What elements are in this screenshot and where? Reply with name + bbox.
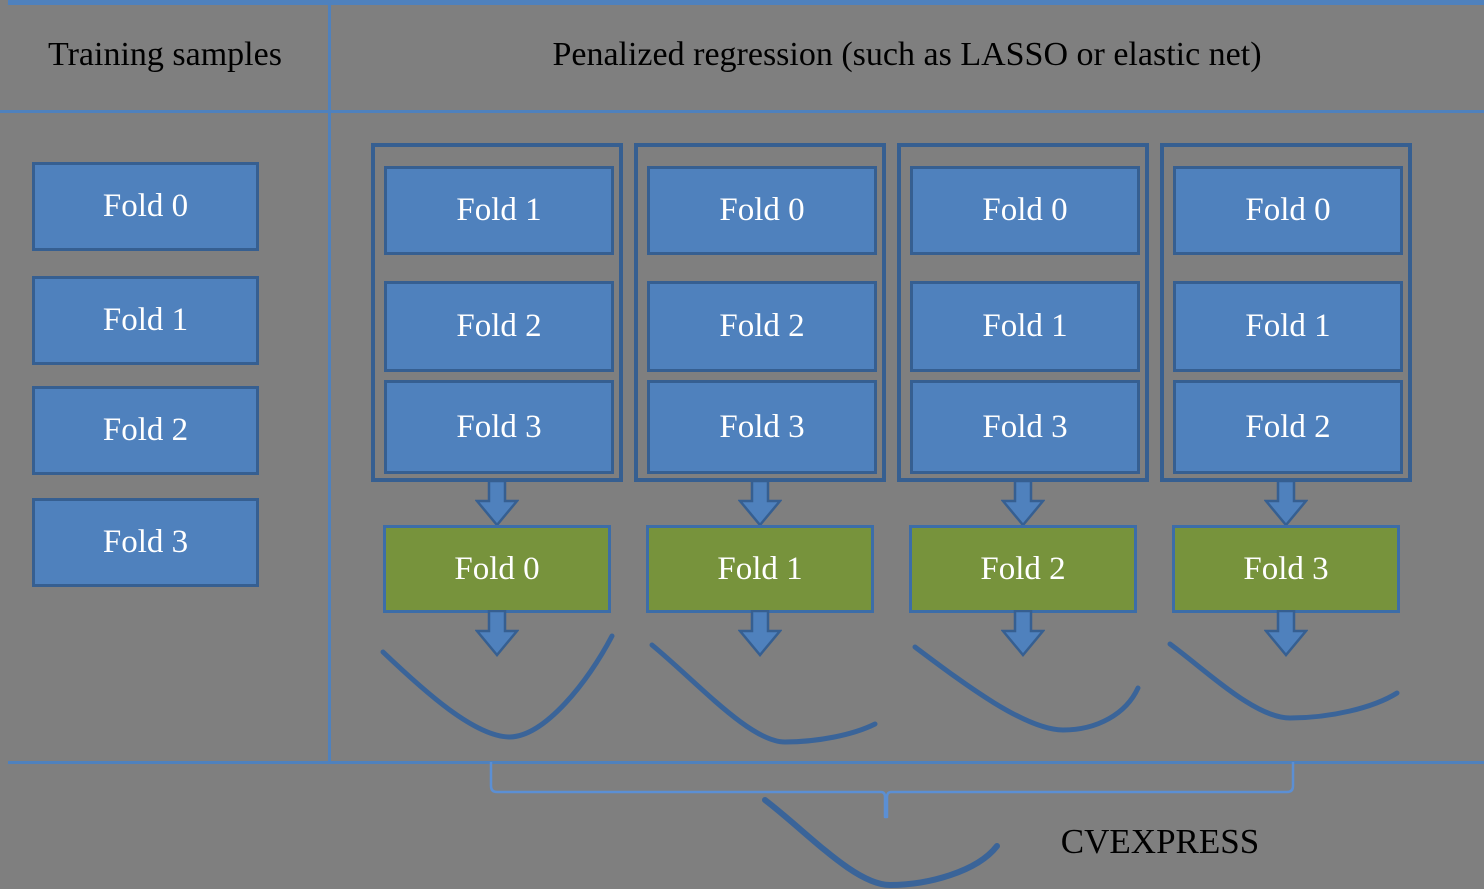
- header-divider-line: [0, 110, 1484, 113]
- error-curve: [912, 644, 1141, 733]
- training-fold-box: Fold 1: [32, 276, 259, 365]
- train-fold-box: Fold 2: [384, 281, 614, 372]
- down-arrow-icon: [1264, 610, 1308, 657]
- training-fold-box: Fold 3: [32, 498, 259, 587]
- combined-error-curve: [762, 797, 1000, 889]
- down-arrow-icon: [1001, 480, 1045, 527]
- top-border-line: [8, 0, 1484, 5]
- test-fold-box: Fold 2: [909, 525, 1137, 613]
- brace: [489, 762, 1295, 819]
- cv-iteration-column-3: Fold 0 Fold 1 Fold 3 Fold 2: [897, 143, 1149, 755]
- error-curve: [1167, 641, 1400, 721]
- down-arrow-icon: [1264, 480, 1308, 527]
- column-divider-line: [328, 3, 331, 764]
- train-fold-box: Fold 1: [384, 166, 614, 255]
- train-folds-group: Fold 0 Fold 1 Fold 2: [1160, 143, 1412, 482]
- training-fold-box: Fold 2: [32, 386, 259, 475]
- train-fold-box: Fold 3: [910, 380, 1140, 474]
- train-fold-box: Fold 0: [910, 166, 1140, 255]
- train-fold-box: Fold 1: [1173, 281, 1403, 372]
- train-fold-box: Fold 2: [647, 281, 877, 372]
- cv-iteration-column-1: Fold 1 Fold 2 Fold 3 Fold 0: [371, 143, 623, 755]
- train-folds-group: Fold 0 Fold 2 Fold 3: [634, 143, 886, 482]
- cv-iteration-column-4: Fold 0 Fold 1 Fold 2 Fold 3: [1160, 143, 1412, 755]
- error-curve: [380, 633, 615, 740]
- train-folds-group: Fold 1 Fold 2 Fold 3: [371, 143, 623, 482]
- cv-iteration-column-2: Fold 0 Fold 2 Fold 3 Fold 1: [634, 143, 886, 755]
- train-fold-box: Fold 0: [647, 166, 877, 255]
- test-fold-box: Fold 0: [383, 525, 611, 613]
- down-arrow-icon: [1001, 610, 1045, 657]
- train-fold-box: Fold 0: [1173, 166, 1403, 255]
- training-fold-box: Fold 0: [32, 162, 259, 251]
- down-arrow-icon: [475, 480, 519, 527]
- down-arrow-icon: [738, 610, 782, 657]
- train-fold-box: Fold 3: [647, 380, 877, 474]
- error-curve: [649, 642, 878, 745]
- training-samples-header: Training samples: [48, 36, 282, 73]
- test-fold-box: Fold 3: [1172, 525, 1400, 613]
- train-folds-group: Fold 0 Fold 1 Fold 3: [897, 143, 1149, 482]
- body-footer-divider-line: [8, 761, 1484, 764]
- train-fold-box: Fold 1: [910, 281, 1140, 372]
- penalized-regression-header: Penalized regression (such as LASSO or e…: [552, 36, 1262, 73]
- cvexpress-label: CVEXPRESS: [1060, 822, 1260, 861]
- down-arrow-icon: [738, 480, 782, 527]
- train-fold-box: Fold 3: [384, 380, 614, 474]
- down-arrow-icon: [475, 610, 519, 657]
- test-fold-box: Fold 1: [646, 525, 874, 613]
- train-fold-box: Fold 2: [1173, 380, 1403, 474]
